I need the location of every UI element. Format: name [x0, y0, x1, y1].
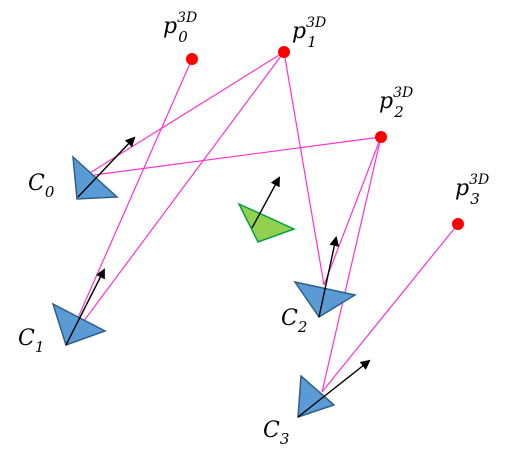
camera-c0 — [72, 136, 136, 200]
camera-c2 — [293, 236, 357, 319]
camera-query-direction-arrow — [251, 176, 280, 229]
ray-c1-p0 — [65, 58, 193, 346]
camera-c2-direction-arrow — [318, 236, 340, 318]
ray-c0-p1 — [76, 51, 285, 182]
camera-c3-direction-arrow — [297, 359, 371, 418]
ray-c2-p1 — [283, 51, 325, 286]
camera-c1-icon — [51, 302, 107, 346]
camera-c3 — [297, 359, 371, 419]
points-layer — [186, 46, 464, 230]
ray-c3-p3 — [321, 223, 459, 393]
ray-c1-p1 — [65, 51, 285, 346]
label-c0: C0 — [28, 171, 55, 201]
ray-c2-p2 — [323, 136, 382, 286]
rays-layer — [65, 51, 459, 393]
ray-c0-p2 — [93, 136, 382, 176]
label-c3: C3 — [263, 418, 289, 448]
ray-c3-p2 — [321, 136, 382, 393]
point-p3 — [452, 218, 464, 230]
camera-c1-direction-arrow — [65, 268, 105, 346]
point-p1 — [278, 46, 290, 58]
cameras-layer — [51, 136, 371, 419]
camera-c0-direction-arrow — [77, 136, 136, 198]
label-c2: C2 — [281, 306, 307, 336]
label-c1: C1 — [18, 326, 44, 356]
point-p2 — [375, 131, 387, 143]
point-p0 — [186, 53, 198, 65]
camera-c0-icon — [72, 155, 119, 200]
camera-query — [237, 176, 296, 243]
camera-c1 — [51, 268, 107, 346]
camera-query-icon — [237, 202, 296, 243]
camera-c3-icon — [297, 374, 336, 419]
